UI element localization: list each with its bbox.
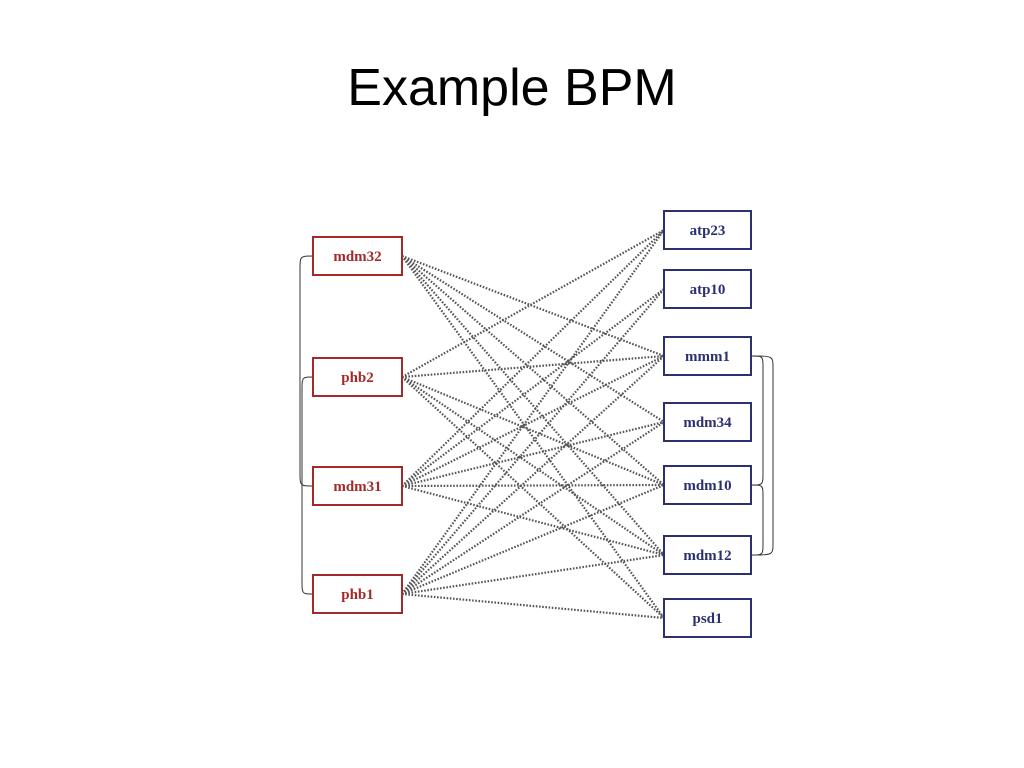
module-edge-phb2-phb1: [301, 376, 314, 595]
edge-mdm31-mmm1: [401, 355, 665, 487]
edge-mdm31-mdm10: [401, 483, 665, 488]
edge-mdm32-psd1: [401, 255, 665, 619]
node-mdm12: mdm12: [663, 535, 752, 575]
node-mdm34: mdm34: [663, 402, 752, 442]
module-edge-mdm32-mdm31: [299, 255, 314, 487]
slide-title: Example BPM: [347, 59, 677, 117]
node-label: mdm12: [683, 548, 731, 564]
edge-phb2-atp23: [401, 229, 665, 378]
edge-phb1-mdm10: [401, 483, 665, 596]
node-label: psd1: [692, 611, 722, 627]
node-box: [663, 465, 752, 505]
edge-mdm31-mdm34: [401, 420, 665, 488]
module-edge-mdm10-mdm12: [750, 484, 764, 556]
node-atp23: atp23: [663, 210, 752, 250]
node-label: phb1: [341, 587, 374, 603]
module-edge-mmm1-mdm10: [750, 355, 764, 486]
node-label: atp10: [690, 282, 726, 298]
node-label: phb2: [341, 370, 374, 386]
node-box: [663, 598, 752, 638]
node-box: [663, 535, 752, 575]
edge-mdm32-mmm1: [401, 254, 665, 358]
node-label: mmm1: [685, 349, 730, 365]
edge-phb1-atp10: [401, 288, 665, 595]
node-label: mdm31: [333, 479, 381, 495]
node-box: [663, 210, 752, 250]
node-label: mdm10: [683, 478, 731, 494]
node-psd1: psd1: [663, 598, 752, 638]
node-box: [312, 357, 403, 397]
edge-phb1-mdm12: [401, 553, 665, 596]
node-box: [663, 336, 752, 376]
node-mmm1: mmm1: [663, 336, 752, 376]
edge-mdm31-mdm12: [401, 484, 665, 557]
edge-mdm32-mdm12: [401, 255, 665, 556]
node-box: [312, 574, 403, 614]
node-phb2: phb2: [312, 357, 403, 397]
edge-phb2-mmm1: [401, 354, 665, 379]
edge-mdm32-mdm34: [401, 255, 665, 423]
nodes-layer: mdm32 phb2 mdm31 phb1 atp23 atp10 mmm1 mdm34 mdm…: [312, 210, 752, 638]
node-mdm31: mdm31: [312, 466, 403, 506]
edge-phb1-mmm1: [401, 355, 665, 595]
node-box: [312, 236, 403, 276]
node-label: atp23: [690, 223, 726, 239]
edge-phb1-mdm34: [401, 421, 665, 595]
edges-layer: [401, 229, 665, 620]
node-box: [663, 269, 752, 309]
module-edge-mmm1-mdm12: [750, 355, 774, 556]
edge-mdm31-atp23: [401, 229, 665, 487]
node-atp10: atp10: [663, 269, 752, 309]
node-phb1: phb1: [312, 574, 403, 614]
node-label: mdm32: [333, 249, 381, 265]
edge-mdm32-mdm10: [401, 255, 665, 486]
node-mdm32: mdm32: [312, 236, 403, 276]
edge-phb1-psd1: [401, 592, 665, 620]
node-box: [663, 402, 752, 442]
edge-phb1-atp23: [401, 229, 665, 595]
node-box: [312, 466, 403, 506]
edge-phb2-mdm10: [401, 375, 665, 487]
brackets-layer: [299, 255, 774, 595]
edge-phb2-psd1: [401, 376, 665, 619]
edge-phb2-mdm12: [401, 376, 665, 556]
node-mdm10: mdm10: [663, 465, 752, 505]
edge-mdm31-atp10: [401, 288, 665, 487]
node-label: mdm34: [683, 415, 732, 431]
